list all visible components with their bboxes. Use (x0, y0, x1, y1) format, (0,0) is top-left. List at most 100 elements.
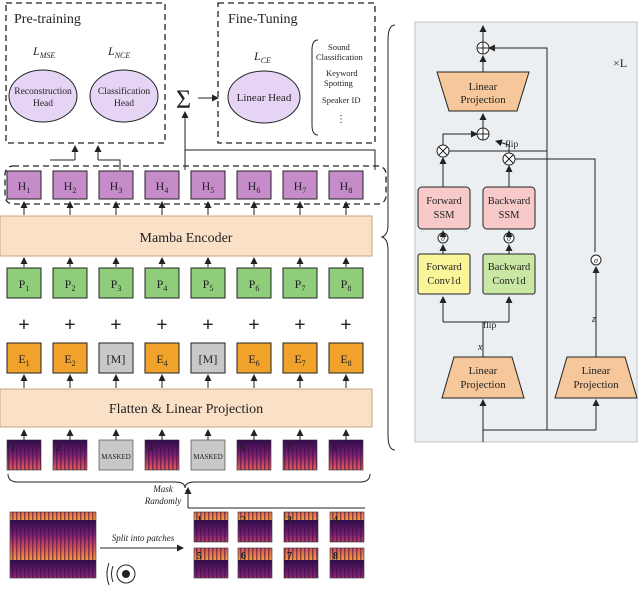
linear-projection-x-label-2: Projection (460, 379, 506, 391)
split-patch-2 (237, 511, 273, 543)
forward-ssm-label-2: SSM (433, 210, 455, 221)
position-token-7 (282, 267, 318, 299)
position-token-label: P4 (157, 277, 168, 293)
hidden-token-label: H2 (64, 179, 77, 195)
embed-token-label: [M] (199, 352, 218, 366)
position-token-4 (144, 267, 180, 299)
hidden-token-label: H1 (18, 179, 31, 195)
plus-symbol: + (294, 314, 305, 336)
plus-symbol: + (248, 314, 259, 336)
backward-ssm-label-2: SSM (498, 210, 520, 221)
backward-conv1d-label: Backward (488, 262, 531, 273)
backward-conv1d-label-2: Conv1d (492, 276, 526, 287)
linear-projection-top (436, 71, 530, 112)
embed-token-5 (190, 342, 226, 374)
task-label: Speaker ID (322, 95, 360, 105)
split-patch-7 (283, 547, 319, 579)
embed-token-label: E6 (248, 352, 259, 368)
hidden-token-7 (282, 170, 318, 200)
pretraining-title: Pre-training (14, 12, 81, 27)
sigma-label: σ (594, 256, 599, 265)
mamba-encoder-label: Mamba Encoder (140, 231, 233, 246)
split-patch-label: 1 (197, 515, 202, 526)
linear-head-label: Linear Head (237, 92, 292, 104)
flip-bottom-label: flip (483, 320, 496, 331)
embed-token-label: E4 (156, 352, 167, 368)
position-token-5 (190, 267, 226, 299)
speaker-icon (106, 562, 136, 586)
linear-projection-top-label-2: Projection (460, 94, 506, 106)
embed-token-label: E7 (294, 352, 305, 368)
linear-head (227, 70, 301, 124)
embed-token-label: E8 (340, 352, 351, 368)
sigma-label: σ (441, 234, 446, 243)
patch-3 (98, 439, 134, 471)
position-token-label: P3 (111, 277, 122, 293)
position-token-8 (328, 267, 364, 299)
position-token-2 (52, 267, 88, 299)
forward-conv1d-label-2: Conv1d (427, 276, 461, 287)
embed-token-8 (328, 342, 364, 374)
loss-nce-label: LNCE (107, 44, 130, 60)
linear-projection-z-label-2: Projection (573, 379, 619, 391)
patch-label: 8 (332, 443, 337, 454)
backward-ssm-label: Backward (488, 196, 531, 207)
sigma-label: σ (507, 234, 512, 243)
hidden-token-1 (6, 170, 42, 200)
reconstruction-head-label-2: Head (33, 99, 53, 109)
activation-node-z (590, 254, 602, 266)
split-label: Split into patches (112, 533, 175, 543)
finetuning-box (217, 2, 376, 144)
embed-token-3 (98, 342, 134, 374)
position-token-label: P1 (19, 277, 30, 293)
split-patch-4 (329, 511, 365, 543)
hidden-token-4 (144, 170, 180, 200)
x-label: x (477, 342, 483, 353)
hidden-token-label: H3 (110, 179, 123, 195)
flatten-projection (0, 388, 373, 428)
patch-label: 6 (240, 443, 245, 454)
hidden-token-6 (236, 170, 272, 200)
plus-symbol: + (18, 314, 29, 336)
forward-ssm (417, 186, 471, 230)
patch-label: 4 (148, 443, 153, 454)
flip-top-label: flip (505, 139, 518, 150)
split-patch-6 (237, 547, 273, 579)
linear-projection-x-label: Linear (469, 365, 498, 377)
sum-symbol: Σ (176, 85, 191, 114)
patch-8 (328, 439, 364, 471)
task-label: Spotting (324, 78, 354, 88)
mask-label-2: Randomly (144, 496, 182, 506)
reconstruction-head (8, 69, 78, 123)
position-token-6 (236, 267, 272, 299)
repeat-label: ×L (613, 56, 627, 70)
hidden-token-3 (98, 170, 134, 200)
position-token-label: P7 (295, 277, 306, 293)
patch-label: 1 (10, 443, 15, 454)
embed-token-6 (236, 342, 272, 374)
embed-token-label: E2 (64, 352, 75, 368)
embed-token-label: [M] (107, 352, 126, 366)
hidden-token-label: H8 (340, 179, 353, 195)
patch-label: MASKED (193, 453, 223, 461)
linear-projection-x (441, 356, 525, 399)
mask-label: Mask (152, 484, 173, 494)
split-patch-1 (193, 511, 229, 543)
forward-conv1d (417, 253, 471, 295)
split-patch-label: 8 (333, 551, 338, 562)
task-label: Sound (328, 42, 350, 52)
flatten-projection-label: Flatten & Linear Projection (109, 402, 263, 417)
position-token-label: P8 (341, 277, 352, 293)
task-label: Keyword (326, 68, 358, 78)
split-patch-label: 2 (241, 515, 246, 526)
backward-ssm (482, 186, 536, 230)
classification-head-label-2: Head (114, 99, 134, 109)
split-patch-label: 4 (333, 515, 338, 526)
linear-projection-z (554, 356, 638, 399)
patch-7 (282, 439, 318, 471)
split-patch-label: 5 (197, 551, 202, 562)
